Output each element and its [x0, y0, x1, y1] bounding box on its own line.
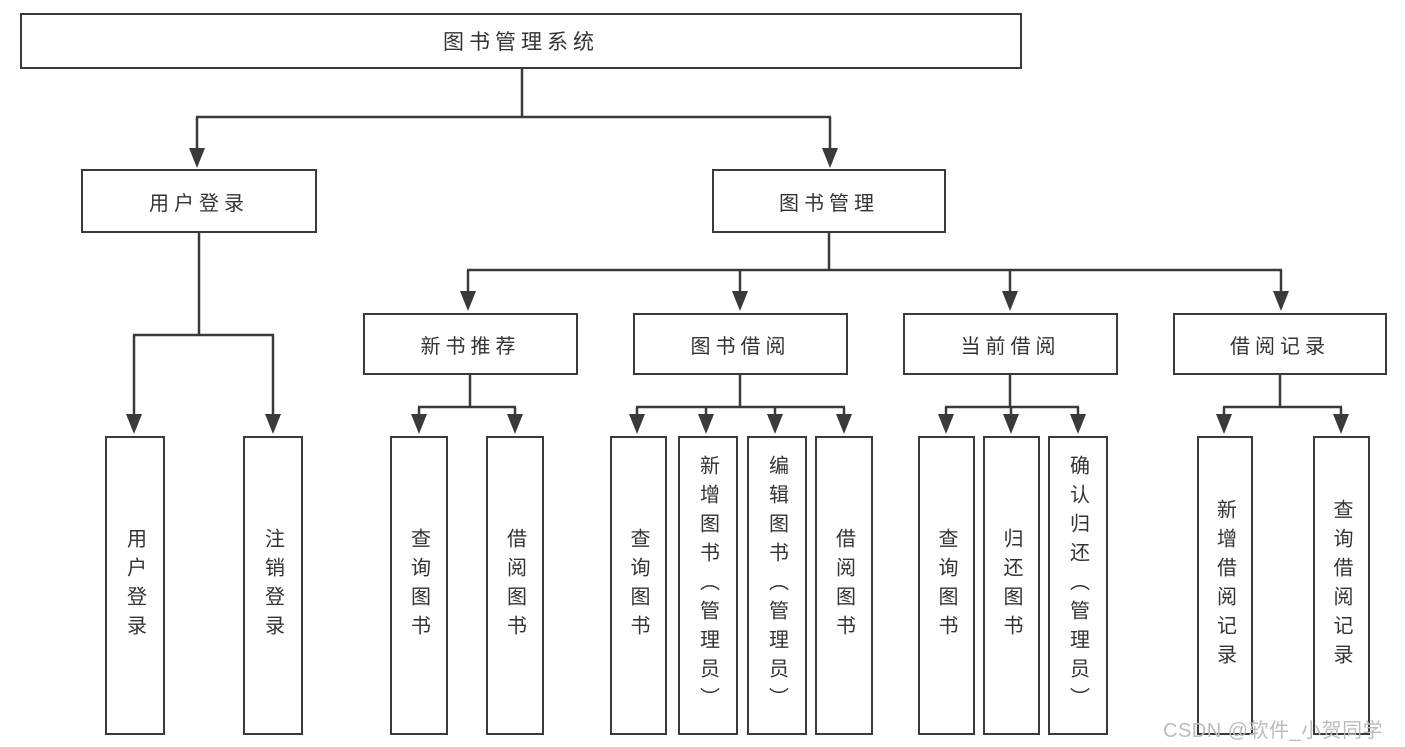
- leaf-label: 编辑图书（管理员）: [765, 455, 788, 716]
- connector-user-login: [126, 233, 281, 434]
- node-borrow-records-label: 借阅记录: [1230, 335, 1330, 358]
- leaf-label: 归还图书: [1000, 527, 1022, 644]
- leaf-borrow-query-books: 查询图书: [610, 436, 667, 735]
- leaf-user-login-logout: 注销登录: [243, 436, 303, 735]
- node-book-management-label: 图书管理: [779, 192, 879, 215]
- leaf-current-return-books: 归还图书: [983, 436, 1040, 735]
- leaf-label: 查询图书: [627, 527, 649, 644]
- connector-book-borrow: [629, 375, 852, 434]
- connector-root: [189, 69, 838, 168]
- node-root: 图书管理系统: [20, 13, 1022, 69]
- csdn-watermark: CSDN @软件_小贺同学: [1163, 720, 1384, 742]
- node-book-borrow: 图书借阅: [633, 313, 848, 375]
- leaf-records-query-borrow-record: 查询借阅记录: [1313, 436, 1370, 735]
- leaf-label: 查询借阅记录: [1330, 498, 1352, 673]
- leaf-newbook-query-books: 查询图书: [390, 436, 448, 735]
- leaf-borrow-add-books-admin: 新增图书（管理员）: [678, 436, 738, 735]
- leaf-current-confirm-return-admin: 确认归还（管理员）: [1048, 436, 1108, 735]
- node-current-borrow-label: 当前借阅: [960, 335, 1061, 358]
- leaf-user-login-login: 用户登录: [105, 436, 165, 735]
- leaf-label: 用户登录: [123, 527, 146, 644]
- leaf-label: 新增借阅记录: [1213, 498, 1236, 673]
- leaf-label: 借阅图书: [503, 527, 526, 644]
- node-book-borrow-label: 图书借阅: [690, 335, 791, 358]
- leaf-borrow-borrow-books: 借阅图书: [815, 436, 873, 735]
- node-root-label: 图书管理系统: [443, 31, 599, 54]
- leaf-current-query-books: 查询图书: [918, 436, 975, 735]
- leaf-records-add-borrow-record: 新增借阅记录: [1197, 436, 1253, 735]
- node-new-book-recommend: 新书推荐: [363, 313, 578, 375]
- leaf-newbook-borrow-books: 借阅图书: [486, 436, 544, 735]
- connector-new-book-recommend: [411, 375, 523, 434]
- connector-current-borrow: [938, 375, 1086, 434]
- node-book-management: 图书管理: [712, 169, 946, 233]
- leaf-borrow-edit-books-admin: 编辑图书（管理员）: [747, 436, 807, 735]
- leaf-label: 确认归还（管理员）: [1066, 455, 1089, 716]
- node-borrow-records: 借阅记录: [1173, 313, 1387, 375]
- leaf-label: 查询图书: [407, 527, 430, 644]
- node-user-login-label: 用户登录: [149, 192, 249, 215]
- node-current-borrow: 当前借阅: [903, 313, 1118, 375]
- node-new-book-recommend-label: 新书推荐: [420, 335, 521, 358]
- node-user-login: 用户登录: [81, 169, 317, 233]
- connector-borrow-records: [1216, 375, 1349, 434]
- leaf-label: 查询图书: [935, 527, 957, 644]
- leaf-label: 注销登录: [261, 527, 284, 644]
- connector-book-management: [460, 233, 1289, 311]
- leaf-label: 借阅图书: [832, 527, 855, 644]
- leaf-label: 新增图书（管理员）: [696, 455, 719, 716]
